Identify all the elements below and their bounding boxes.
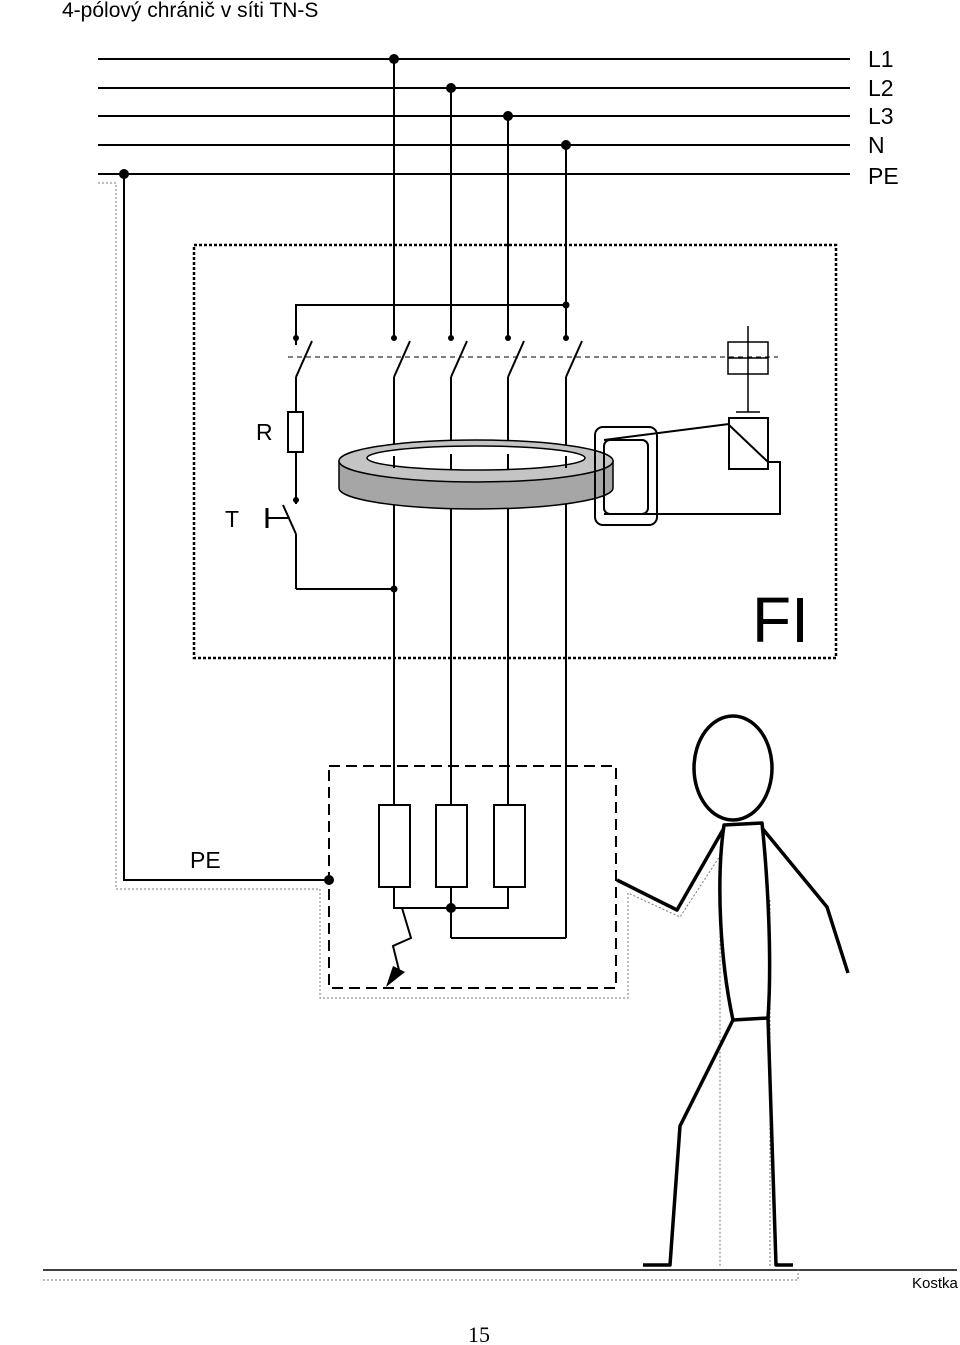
test-button-label: T (225, 506, 239, 532)
test-resistor (287, 411, 304, 500)
author-label: Kostka (912, 1275, 959, 1292)
pe-conductor (98, 174, 771, 1268)
person-torso (718, 821, 772, 1022)
load-resistors (378, 804, 526, 888)
test-button (265, 500, 394, 590)
person-right-arm (760, 826, 850, 974)
person-left-leg (643, 1019, 735, 1267)
bus-label-l1: L1 (868, 46, 894, 72)
trip-relay (728, 417, 769, 470)
secondary-winding (594, 423, 781, 526)
device-label: FI (752, 584, 809, 656)
person-right-leg (766, 1017, 793, 1267)
fault-arrow-icon (386, 907, 413, 987)
supply-bus (98, 58, 850, 175)
current-transformer-toroid (338, 439, 614, 510)
bus-label-l2: L2 (868, 75, 894, 101)
load-enclosure (328, 765, 617, 989)
breaker-contacts (288, 338, 778, 412)
release-latch-symbol (727, 326, 769, 413)
bus-labels: L1 L2 L3 N PE (868, 46, 899, 189)
rcd-enclosure (192, 243, 838, 660)
person-left-arm (616, 827, 726, 912)
bus-label-pe: PE (868, 163, 899, 189)
load-star-point (393, 887, 566, 939)
phase-drops (295, 59, 567, 338)
page-number: 15 (468, 1322, 490, 1345)
page-title: 4-pólový chránič v síti TN-S (62, 0, 318, 22)
person-figure (616, 714, 850, 1267)
resistor-label: R (256, 419, 273, 445)
pe-label: PE (190, 847, 221, 873)
bus-label-l3: L3 (868, 103, 894, 129)
person-head (692, 714, 774, 822)
bus-label-n: N (868, 132, 885, 158)
